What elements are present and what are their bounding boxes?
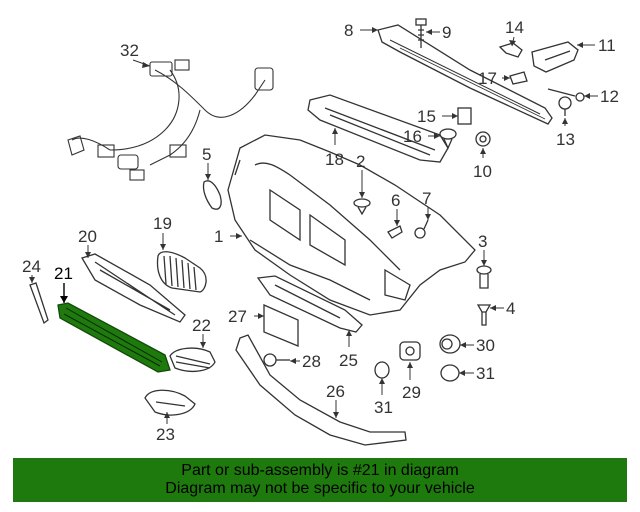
info-banner: Part or sub-assembly is #21 in diagram D… — [13, 458, 627, 502]
callout-14: 14 — [505, 18, 524, 37]
callout-25: 25 — [339, 351, 358, 370]
callout-5: 5 — [202, 145, 211, 164]
callout-4: 4 — [506, 299, 515, 318]
clip-part — [509, 71, 528, 85]
bolt-part — [415, 18, 427, 48]
nut-10-part — [475, 131, 491, 147]
screw-7-part — [414, 219, 429, 239]
highlighted-part-21 — [57, 302, 171, 373]
callout-31-lower: 31 — [374, 398, 393, 417]
callout-31-right: 31 — [476, 364, 495, 383]
callout-16: 16 — [403, 127, 422, 146]
clip-6-part — [387, 225, 403, 239]
callout-20: 20 — [78, 227, 97, 246]
lower-grille-part — [81, 253, 186, 323]
callout-24: 24 — [22, 257, 41, 276]
callout-18: 18 — [325, 150, 344, 169]
impact-bar-part — [377, 24, 553, 125]
callout-8: 8 — [344, 21, 353, 40]
lower-absorber-part — [256, 275, 363, 333]
sensor-ring-lower-part — [374, 361, 390, 379]
park-sensor-part — [439, 334, 461, 354]
banner-line-part: Part or sub-assembly is #21 in diagram — [181, 462, 459, 479]
callout-32: 32 — [120, 41, 139, 60]
callout-7: 7 — [422, 189, 431, 208]
clip-2-part — [353, 198, 371, 216]
fog-trim-23-part — [144, 389, 196, 416]
banner-line-disclaimer: Diagram may not be specific to your vehi… — [165, 480, 475, 497]
callout-22: 22 — [192, 316, 211, 335]
bracket-small-part — [498, 42, 523, 58]
callout-30: 30 — [476, 336, 495, 355]
callout-15: 15 — [417, 107, 436, 126]
lower-spoiler-part — [235, 334, 407, 446]
callout-29: 29 — [402, 383, 421, 402]
callout-23: 23 — [156, 425, 175, 444]
callout-13: 13 — [556, 130, 575, 149]
screw-28-part — [263, 353, 290, 367]
sensor-ring-part — [440, 364, 460, 382]
callout-10: 10 — [473, 162, 492, 181]
bracket-part — [531, 41, 579, 73]
clip-15-part — [457, 107, 472, 125]
callout-6: 6 — [391, 191, 400, 210]
kidney-grille-part — [156, 251, 207, 293]
callout-1: 1 — [214, 227, 223, 246]
fog-grille-part — [169, 347, 216, 373]
bumper-cover-part — [227, 134, 476, 316]
callout-12: 12 — [600, 87, 619, 106]
clip-3-part — [476, 265, 492, 289]
callout-21: 21 — [54, 264, 73, 283]
energy-absorber-part — [307, 94, 449, 163]
fog-trim-part — [202, 180, 222, 210]
callout-9: 9 — [442, 23, 451, 42]
callout-3: 3 — [478, 232, 487, 251]
callout-28: 28 — [302, 352, 321, 371]
license-plate-base-part — [263, 304, 299, 347]
trim-strip-part — [29, 282, 49, 325]
callout-17: 17 — [478, 69, 497, 88]
callout-26: 26 — [326, 382, 345, 401]
callout-11: 11 — [598, 36, 616, 55]
clip-4-part — [476, 304, 492, 326]
callout-19: 19 — [153, 214, 172, 233]
sensor-holder-part — [399, 341, 421, 361]
nut-part — [558, 96, 572, 116]
wiring-harness-part — [67, 59, 274, 181]
callout-27: 27 — [228, 307, 247, 326]
callout-2: 2 — [356, 152, 365, 171]
screw-part — [547, 88, 585, 102]
